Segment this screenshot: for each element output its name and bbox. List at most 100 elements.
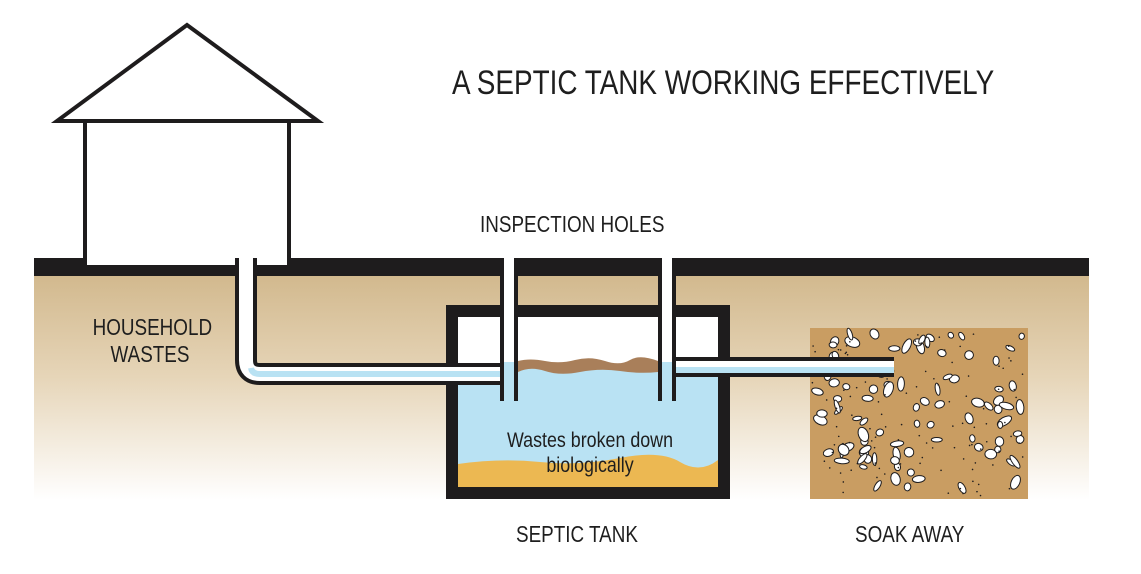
grit-dot (979, 494, 982, 497)
grit-dot (873, 446, 876, 449)
stone (934, 382, 941, 396)
stone (957, 481, 967, 494)
grit-dot (835, 407, 838, 410)
stone (837, 443, 850, 456)
grit-dot (849, 340, 851, 343)
grit-dot (959, 487, 962, 490)
grit-dot (997, 388, 1000, 391)
grit-dot (940, 469, 942, 472)
tank-scum (518, 357, 658, 374)
grit-dot (1010, 435, 1012, 438)
grit-dot (967, 375, 970, 377)
grit-dot (835, 425, 838, 428)
stone (997, 421, 1004, 429)
grit-dot (1007, 345, 1010, 347)
stone (994, 436, 1005, 447)
grit-dot (992, 464, 994, 466)
stone (833, 399, 841, 414)
grit-dot (884, 426, 887, 428)
grit-dot (979, 448, 982, 450)
grit-dot (842, 481, 845, 483)
grit-dot (920, 342, 923, 344)
stone (861, 394, 874, 402)
grit-dot (825, 399, 828, 401)
stone (811, 387, 824, 396)
grit-dot (874, 464, 877, 467)
stone (1015, 434, 1025, 444)
stone (1018, 332, 1025, 340)
grit-dot (962, 458, 965, 460)
grit-dot (883, 473, 886, 475)
grit-dot (833, 443, 836, 446)
grit-dot (1018, 442, 1020, 444)
grit-dot (1010, 360, 1012, 362)
inspection-pipe-left (500, 258, 518, 401)
stone (890, 472, 901, 486)
stone (883, 381, 894, 398)
stone (873, 480, 882, 492)
grit-dot (1021, 456, 1024, 458)
grit-dot (856, 462, 859, 465)
stone (828, 341, 838, 349)
grit-dot (828, 467, 831, 469)
house (50, 22, 325, 269)
stone (903, 446, 915, 458)
grit-dot (831, 451, 834, 454)
stone (833, 457, 850, 465)
grit-dot (971, 443, 973, 446)
stone (890, 456, 900, 465)
grit-dot (864, 381, 867, 383)
grit-dot (951, 361, 953, 364)
grit-dot (919, 462, 921, 465)
grit-dot (971, 468, 974, 471)
stone (937, 349, 947, 358)
stone (958, 331, 966, 341)
grit-dot (839, 472, 842, 474)
grit-dot (837, 435, 840, 438)
grit-dot (1008, 487, 1011, 490)
grit-dot (1002, 367, 1004, 370)
grit-dot (814, 350, 816, 353)
stone (984, 448, 998, 460)
stone (911, 475, 926, 483)
grit-dot (880, 413, 883, 416)
grit-dot (961, 422, 964, 425)
grit-dot (924, 370, 927, 373)
stone (930, 436, 943, 443)
outlet-pipe (660, 357, 894, 377)
grit-dot (925, 442, 928, 444)
grit-dot (937, 383, 939, 386)
grit-dot (900, 423, 903, 426)
grit-dot (843, 389, 845, 391)
grit-dot (846, 353, 849, 356)
stone (842, 383, 851, 391)
stone (924, 336, 931, 349)
grit-dot (998, 450, 1000, 452)
grit-dot (849, 395, 852, 398)
stone (869, 328, 880, 340)
grit-dot (917, 334, 919, 336)
grit-dot (962, 492, 964, 495)
stone (859, 445, 872, 455)
tank-contents-line2: biologically (546, 454, 634, 477)
grit-dot (973, 426, 976, 429)
grit-dot (884, 394, 886, 396)
grit-dot (874, 436, 877, 438)
stone (816, 409, 828, 418)
stone (947, 331, 955, 339)
soakaway-bed (810, 328, 1028, 499)
stone (875, 428, 885, 437)
grit-dot (998, 365, 1000, 367)
grit-dot (968, 444, 971, 447)
grit-dot (855, 386, 858, 389)
ground-surface (34, 258, 1089, 276)
grit-dot (915, 385, 918, 388)
stone (971, 397, 985, 408)
grit-dot (850, 469, 852, 472)
stone (868, 384, 879, 394)
stone (889, 440, 905, 448)
stone (846, 327, 854, 341)
grit-dot (1008, 357, 1010, 359)
stone (903, 482, 912, 492)
